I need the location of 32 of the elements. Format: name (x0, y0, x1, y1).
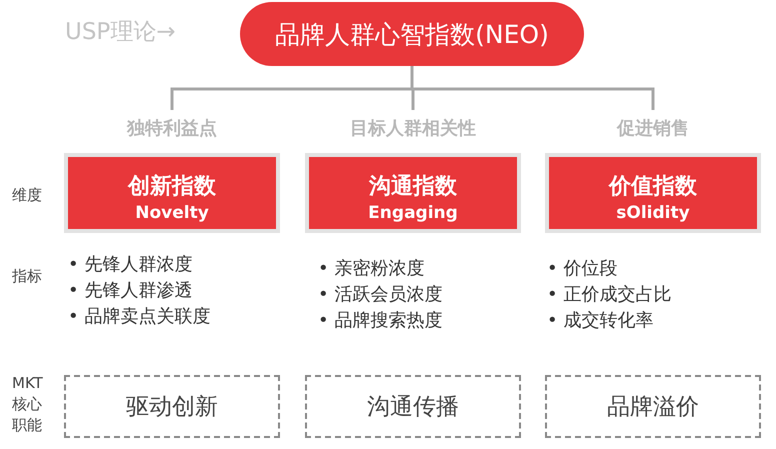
index-name: 创新指数 (126, 173, 217, 201)
title-pill: 品牌人群心智指数(NEO) (240, 2, 584, 66)
row-label: 维度 (12, 186, 42, 205)
function-box (545, 375, 761, 438)
function-text: 沟通传播 (367, 393, 459, 422)
index-card (305, 153, 521, 233)
column-heading: 促进销售 (583, 116, 723, 142)
function-box (305, 375, 521, 438)
indicator-item: • 价位段 (547, 257, 618, 281)
indicator-item: • 活跃会员浓度 (318, 283, 442, 307)
column-heading: 独特利益点 (102, 116, 242, 142)
indicator-item: • 品牌搜索热度 (318, 309, 442, 333)
theory-label: USP理论→ (65, 18, 176, 47)
function-box (64, 375, 280, 438)
english-name: sOlidity (615, 203, 691, 223)
row-label: MKT核心职能 (12, 373, 44, 436)
indicator-item: • 先锋人群渗透 (68, 279, 194, 303)
index-card (545, 153, 761, 233)
column-heading: 目标人群相关性 (323, 116, 503, 142)
indicator-item: • 亲密粉浓度 (318, 257, 426, 281)
indicator-item: • 成交转化率 (547, 309, 654, 333)
index-card (64, 153, 280, 233)
indicator-item: • 正价成交占比 (547, 283, 672, 307)
function-text: 驱动创新 (126, 393, 218, 422)
english-name: Engaging (367, 203, 459, 223)
function-text: 品牌溢价 (607, 393, 699, 422)
index-name: 价值指数 (607, 173, 698, 201)
english-name: Novelty (134, 203, 210, 223)
indicator-item: • 品牌卖点关联度 (68, 305, 210, 329)
indicator-item: • 先锋人群浓度 (68, 253, 194, 277)
row-label: 指标 (12, 267, 42, 286)
index-name: 沟通指数 (368, 173, 458, 201)
